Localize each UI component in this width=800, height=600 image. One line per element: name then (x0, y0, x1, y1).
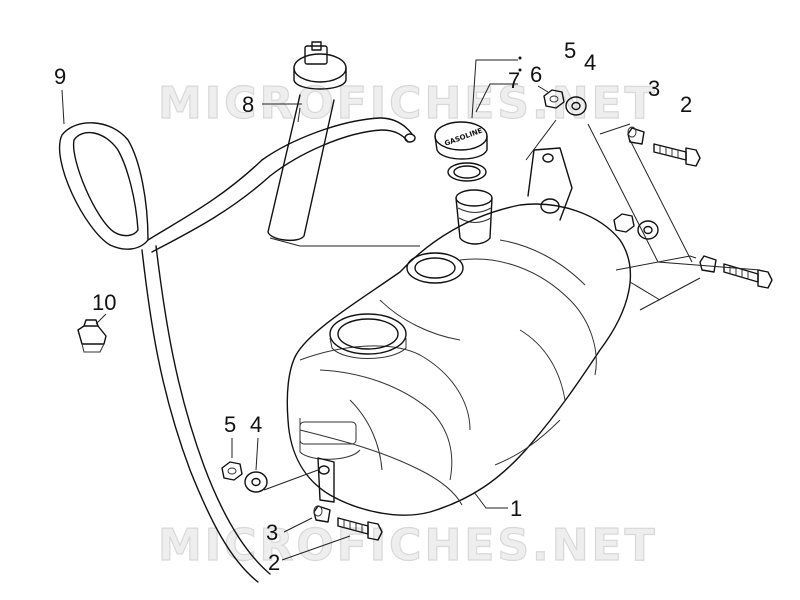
fuel-sender-part-8 (267, 41, 420, 247)
callout-4-bottom: 4 (250, 412, 262, 437)
callout-2-top: 2 (680, 92, 692, 117)
callout-9: 9 (54, 64, 66, 89)
watermark-top: MICROFICHES.NET (158, 78, 658, 129)
callout-5-top: 5 (564, 38, 576, 63)
callout-3-bottom: 3 (266, 520, 278, 545)
watermark-bottom: MICROFICHES.NET (158, 520, 658, 571)
fuel-cap-part-7: GASOLINE (434, 121, 488, 182)
callout-labels: 1 2 2 3 3 4 4 5 5 6 7 8 9 10 (54, 38, 692, 575)
callout-5-bottom: 5 (224, 412, 236, 437)
hose-clip-part-10 (77, 319, 107, 353)
callout-8: 8 (242, 92, 254, 117)
fuel-hose-part-9 (58, 117, 416, 583)
callout-3-top: 3 (648, 76, 660, 101)
callout-leaders (61, 56, 549, 561)
hardware-top-right (525, 89, 773, 311)
callout-6: 6 (530, 62, 542, 87)
tank-bracket (527, 147, 573, 221)
fuel-tank-part-1 (286, 203, 632, 516)
filler-neck (455, 189, 493, 245)
callout-2-bottom: 2 (268, 550, 280, 575)
cap-gasoline-text: GASOLINE (443, 127, 483, 148)
callout-1: 1 (510, 496, 522, 521)
callout-4-top: 4 (584, 50, 596, 75)
callout-7: 7 (508, 68, 520, 93)
hardware-bottom-left (221, 461, 383, 541)
callout-10: 10 (92, 290, 116, 315)
